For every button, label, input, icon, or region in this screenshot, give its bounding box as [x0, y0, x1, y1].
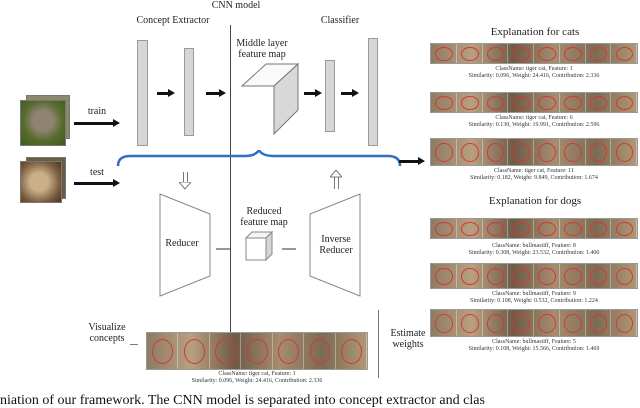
- layer-arrow-2: [206, 89, 226, 97]
- cats-row-1-line1: ClassName: tiger cat, Feature: 1: [495, 66, 573, 72]
- dogs-row-3-line1: ClassName: bullmastiff, Feature: 5: [492, 339, 576, 345]
- reduced-feature-map: [244, 230, 274, 262]
- down-arrow-head: [179, 182, 191, 190]
- classifier-layer-1: [325, 60, 335, 132]
- test-image: [20, 161, 62, 203]
- train-cat-image: [20, 100, 66, 146]
- layer-arrow-1: [157, 89, 175, 97]
- middle-layer-feature-map: [240, 62, 300, 136]
- cats-strip-1: [430, 43, 638, 64]
- reducer-arrow: [216, 248, 230, 250]
- dogs-row-3-line2: Similarity: 0.108, Weight: 15.566, Contr…: [468, 346, 600, 352]
- visualize-concepts-label: Visualize concepts: [88, 322, 126, 344]
- classifier-label: Classifier: [320, 15, 360, 26]
- dogs-title: Explanation for dogs: [488, 195, 582, 207]
- cats-strip-3: [430, 138, 638, 166]
- conv-layer-1: [184, 48, 194, 136]
- model-title: CNN model: [211, 0, 261, 11]
- bottom-strip-caption-1: ClassName: tiger cat, Feature: 1: [218, 371, 296, 377]
- dogs-row-1-line2: Similarity: 0.308, Weight: 23.532, Contr…: [468, 250, 600, 256]
- bottom-strip-caption-2: Similarity: 0.096, Weight: 24.416, Contr…: [191, 378, 323, 384]
- model-bracket: [116, 150, 402, 167]
- cats-row-3-line1: ClassName: tiger cat, Feature: 11: [494, 168, 574, 174]
- train-label: train: [87, 106, 107, 117]
- inverse-reducer-label: Inverse Reducer: [319, 234, 353, 256]
- visualize-arrow: [130, 344, 138, 345]
- up-arrow-hollow: [334, 177, 339, 189]
- output-arrow: [399, 157, 425, 165]
- up-arrow-head: [330, 170, 342, 178]
- concept-extractor-label: Concept Extractor: [136, 15, 210, 26]
- down-arrow-hollow: [183, 172, 188, 184]
- test-arrow: [74, 179, 120, 187]
- classifier-arrow-2: [341, 89, 359, 97]
- cats-title: Explanation for cats: [490, 26, 580, 38]
- input-layer: [137, 40, 148, 146]
- divider-line: [230, 25, 231, 347]
- dogs-row-2-line1: ClassName: bullmastiff, Feature: 9: [492, 291, 576, 297]
- cats-strip-2: [430, 92, 638, 113]
- estimate-line: [378, 310, 379, 378]
- reducer-label: Reducer: [165, 238, 199, 249]
- test-label: test: [90, 167, 104, 178]
- cats-row-1-line2: Similarity: 0.096, Weight: 24.416, Contr…: [468, 73, 600, 79]
- cats-row-2-line1: ClassName: tiger cat, Feature: 6: [495, 115, 573, 121]
- dogs-row-1-line1: ClassName: bullmastiff, Feature: 8: [492, 243, 576, 249]
- cats-row-2-line2: Similarity: 0.130, Weight: 19.991, Contr…: [468, 122, 600, 128]
- classifier-layer-2: [368, 38, 378, 146]
- dogs-strip-1: [430, 218, 638, 239]
- figure-caption: niation of our framework. The CNN model …: [0, 394, 485, 408]
- inverse-reducer-shape: [309, 193, 361, 297]
- dogs-row-2-line2: Similarity: 0.108, Weight: 0.532, Contri…: [470, 298, 598, 304]
- estimate-weights-label: Estimate weights: [390, 328, 426, 350]
- train-arrow: [74, 119, 120, 127]
- dogs-strip-2: [430, 263, 638, 289]
- middle-layer-label: Middle layer feature map: [236, 38, 288, 60]
- reduced-map-label: Reduced feature map: [240, 206, 288, 228]
- inverse-arrow: [282, 248, 296, 250]
- reducer-shape: [159, 193, 211, 297]
- cats-row-3-line2: Similarity: 0.182, Weight: 9.849, Contri…: [470, 175, 598, 181]
- dogs-strip-3: [430, 309, 638, 337]
- bottom-concept-strip: [146, 332, 368, 370]
- classifier-arrow-1: [304, 89, 322, 97]
